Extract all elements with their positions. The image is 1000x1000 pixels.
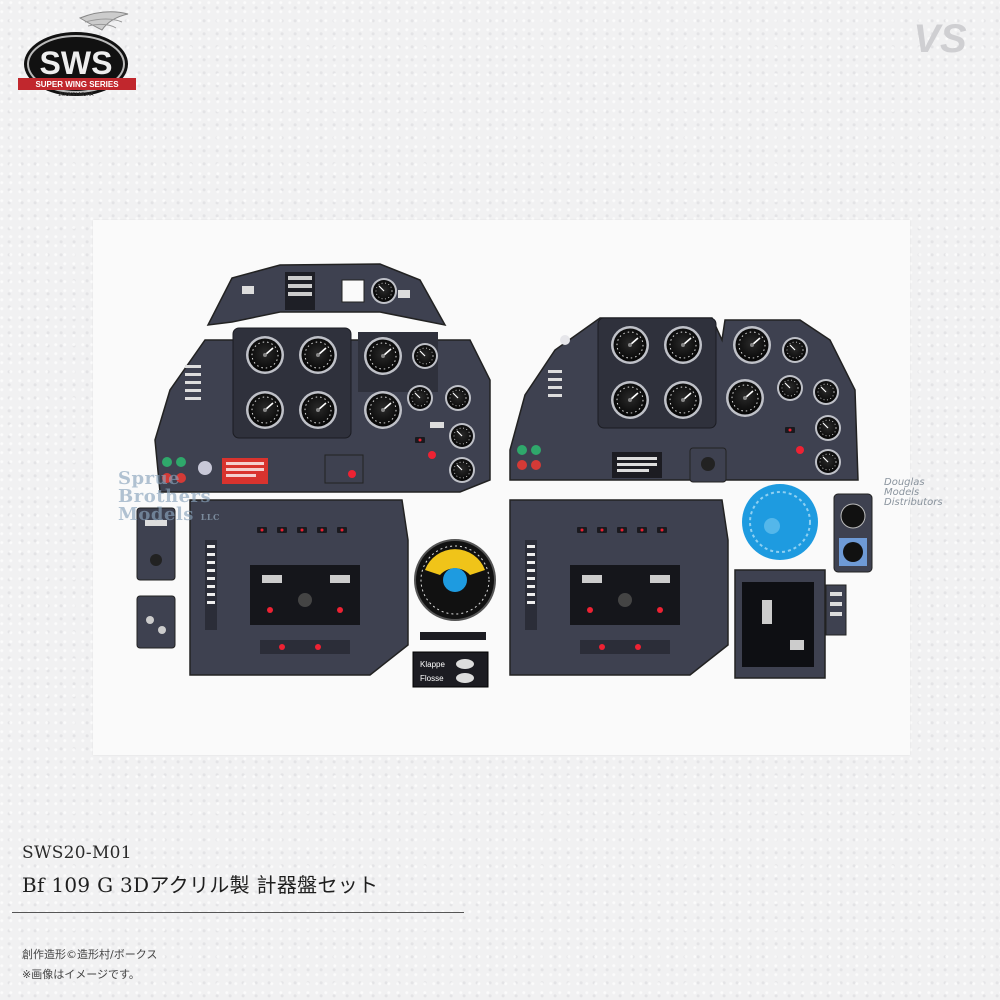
wm-left-line-2: Brothers <box>118 486 212 507</box>
image-disclaimer: ※画像はイメージです。 <box>22 968 140 981</box>
wm-right-line-3: Distributors <box>884 497 943 508</box>
product-code: SWS20-M01 <box>22 843 132 863</box>
wm-left-line-1: Sprue <box>118 468 181 489</box>
sprue-brothers-watermark: Sprue Brothers Models LLC <box>118 470 236 528</box>
douglas-models-watermark: Douglas Models Distributors <box>884 478 984 518</box>
wm-left-suffix: LLC <box>200 512 220 522</box>
wm-left-line-3: Models <box>118 504 194 525</box>
title-underline <box>12 912 464 913</box>
product-title: Bf 109 G 3Dアクリル製 計器盤セット <box>22 873 379 897</box>
wm-right-line-2: Models <box>884 487 920 498</box>
sws-logo: SWS SUPER WING SERIES ZOUKEI-MURA <box>18 11 136 98</box>
copyright-credit: 創作造形©造形村/ボークス <box>22 948 158 961</box>
wm-right-line-1: Douglas <box>884 477 925 488</box>
vs-corner-mark: VS <box>913 17 967 61</box>
logo-sub: ZOUKEI-MURA <box>59 92 95 98</box>
corner-mark-text: VS <box>913 17 967 61</box>
logo-banner: SUPER WING SERIES <box>35 80 119 89</box>
logo-text: SWS <box>40 45 113 81</box>
